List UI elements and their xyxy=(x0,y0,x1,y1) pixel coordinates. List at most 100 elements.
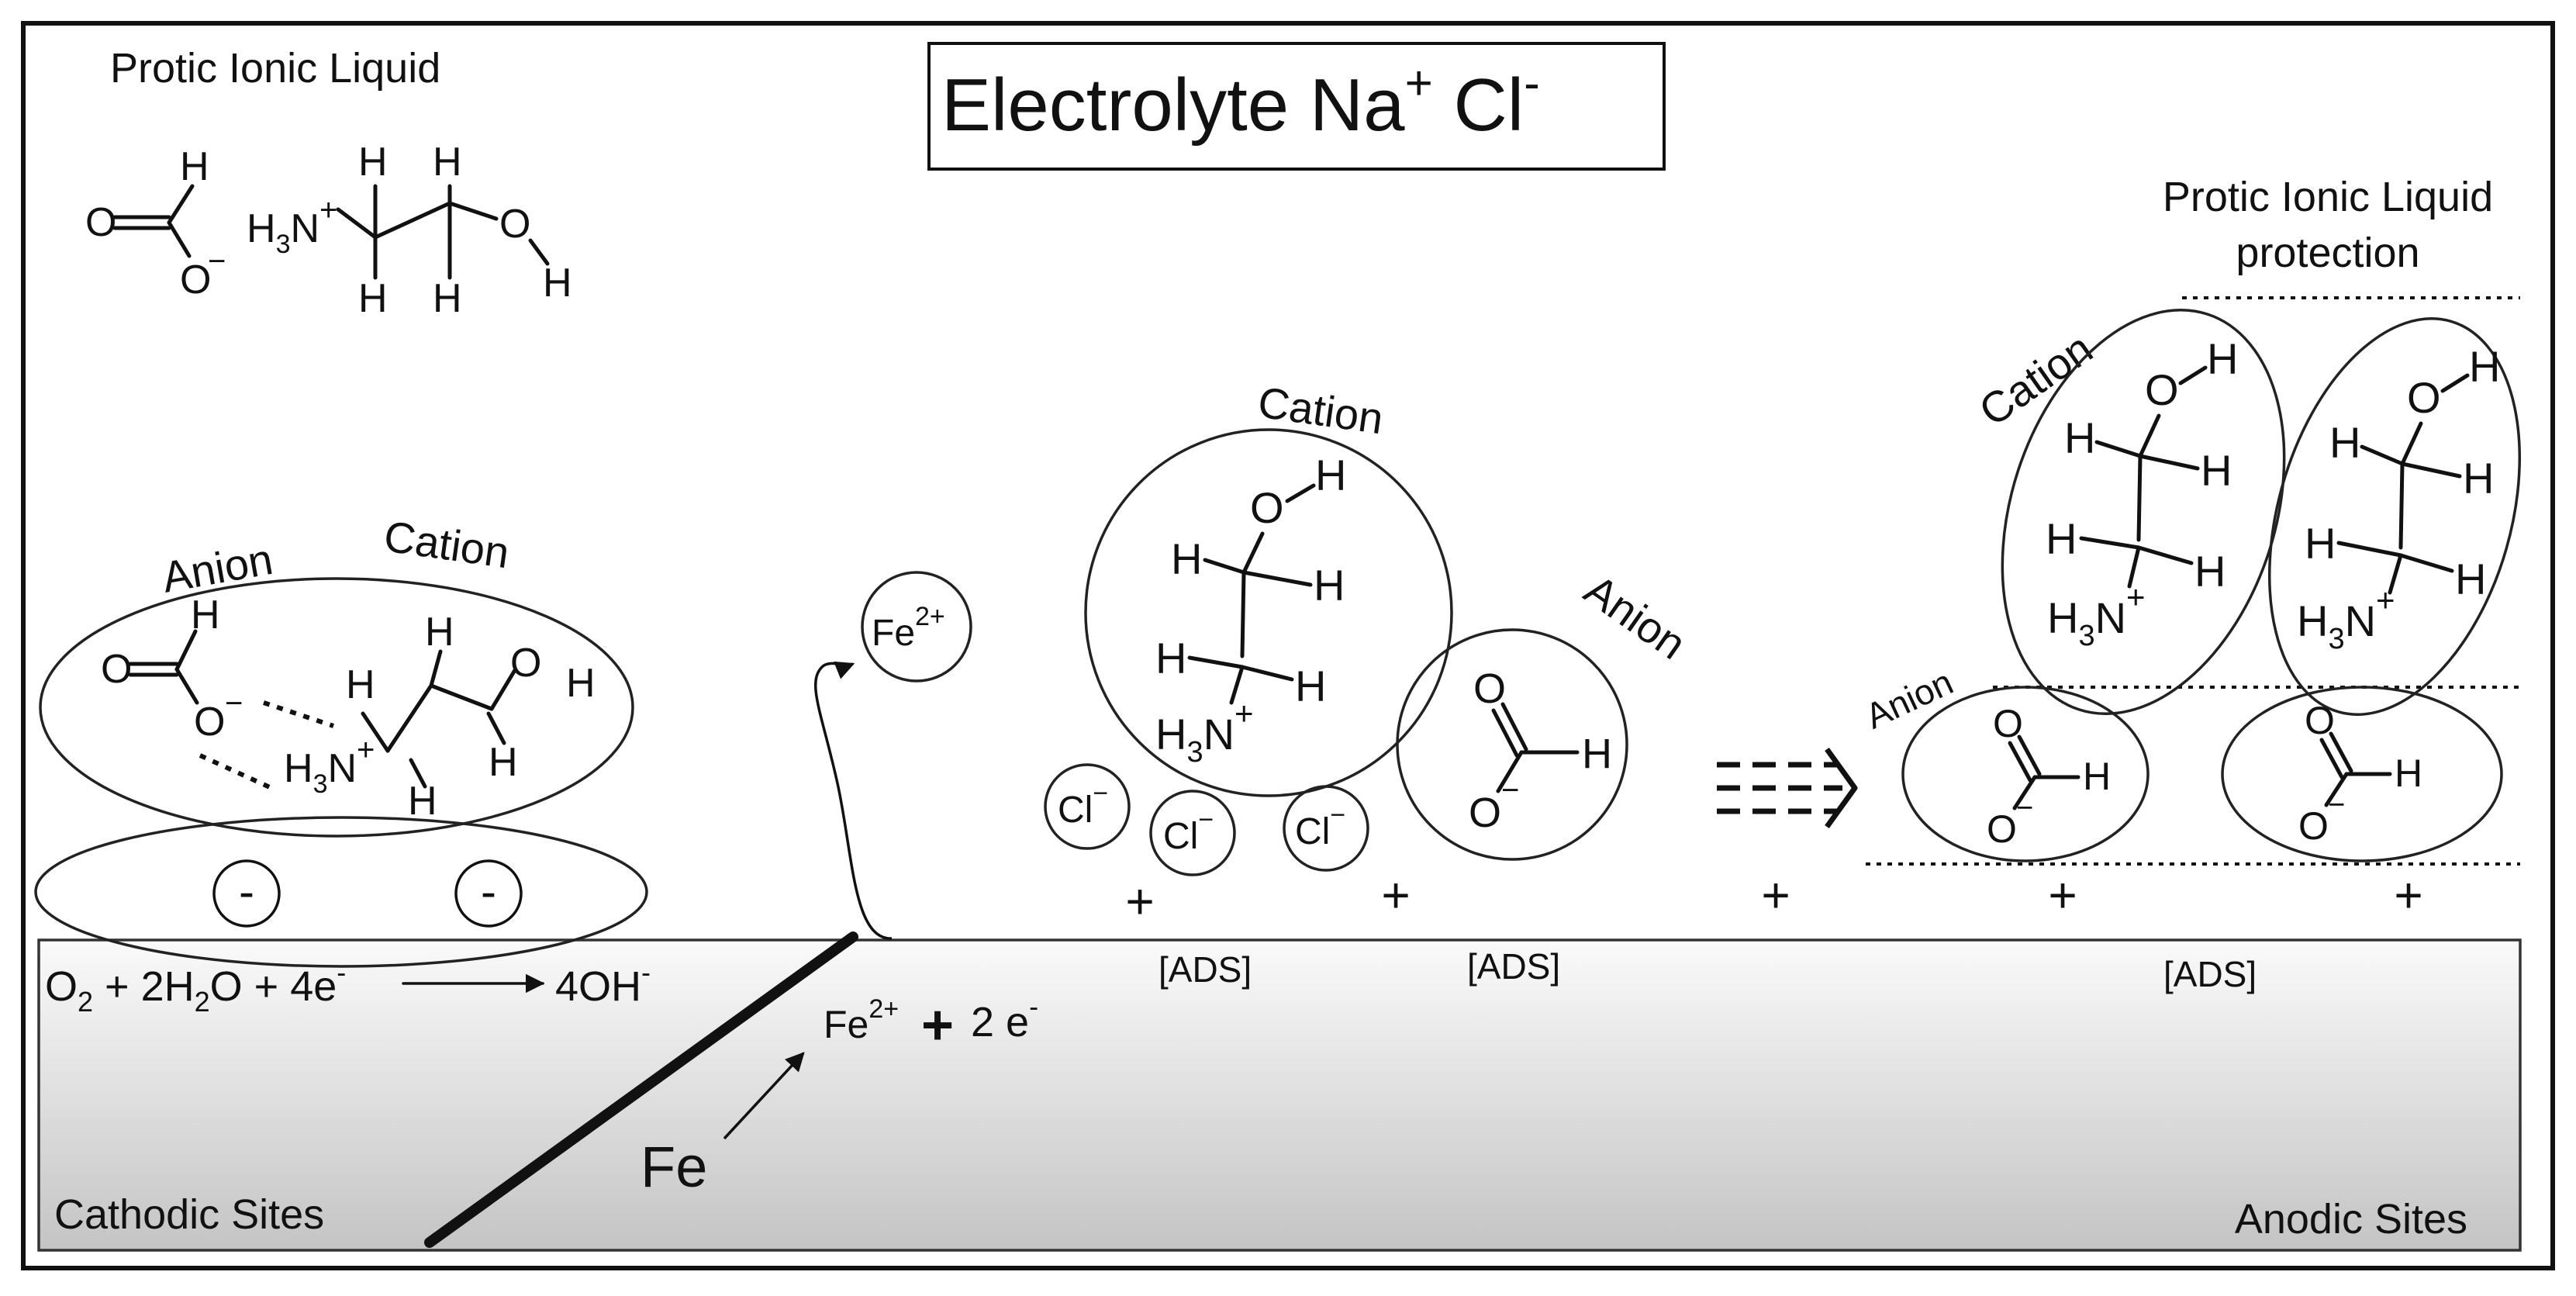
svg-text:H: H xyxy=(2305,519,2336,568)
svg-text:-: - xyxy=(481,866,496,918)
svg-text:O2 + 2H2O + 4e-: O2 + 2H2O + 4e- xyxy=(45,956,346,1018)
title-cl: Cl xyxy=(1433,64,1524,147)
chloride-ion-1: Cl− xyxy=(1044,763,1131,850)
svg-text:H3N+: H3N+ xyxy=(247,193,337,259)
plus-sign-2: + xyxy=(1381,867,1410,923)
svg-text:−: − xyxy=(2016,792,2033,824)
ads-label-1: [ADS] xyxy=(1159,949,1252,990)
svg-text:Electrolyte Na+ Cl-: Electrolyte Na+ Cl- xyxy=(941,57,1540,147)
svg-text:H: H xyxy=(2083,755,2111,798)
svg-text:Cl−: Cl− xyxy=(1058,779,1108,831)
svg-text:H: H xyxy=(1155,634,1186,683)
svg-text:H: H xyxy=(408,779,437,824)
anion-oval-right-2 xyxy=(2221,686,2503,862)
svg-text:−: − xyxy=(1501,773,1519,807)
h-bond-upper xyxy=(263,700,334,728)
svg-text:Fe2+: Fe2+ xyxy=(824,994,899,1046)
svg-text:H: H xyxy=(358,140,388,185)
svg-text:H3N+: H3N+ xyxy=(284,733,375,799)
svg-text:H3N+: H3N+ xyxy=(2047,579,2146,652)
negative-charge-1: - xyxy=(212,859,281,928)
svg-text:O: O xyxy=(1250,483,1284,532)
svg-text:-: - xyxy=(239,866,254,918)
anion-molecule-left: O H O − xyxy=(101,593,243,745)
svg-text:H: H xyxy=(346,662,375,707)
svg-text:H3N+: H3N+ xyxy=(2297,582,2395,655)
svg-text:O: O xyxy=(2145,365,2179,414)
svg-text:H: H xyxy=(2455,555,2486,603)
title-na-charge: + xyxy=(1405,57,1433,110)
svg-text:H: H xyxy=(2046,514,2077,563)
anodic-sites-label: Anodic Sites xyxy=(2235,1196,2467,1242)
svg-text:H: H xyxy=(2207,334,2238,383)
metal-substrate xyxy=(37,938,2522,1252)
ion-pair-oval-left xyxy=(39,577,634,838)
svg-text:H: H xyxy=(489,740,518,785)
svg-text:−: − xyxy=(208,244,226,278)
fe-ion-circle: Fe2+ xyxy=(861,571,972,683)
svg-text:H: H xyxy=(180,144,209,189)
svg-text:4OH-: 4OH- xyxy=(555,956,651,1010)
svg-text:H: H xyxy=(433,140,462,185)
svg-text:H: H xyxy=(2329,418,2360,467)
svg-text:−: − xyxy=(225,686,243,721)
svg-text:O: O xyxy=(510,641,541,686)
svg-text:O: O xyxy=(499,202,530,247)
metal-fe-label: Fe xyxy=(641,1135,707,1199)
chloride-ion-2: Cl− xyxy=(1149,790,1236,876)
svg-text:−: − xyxy=(2328,789,2345,821)
ads-label-3: [ADS] xyxy=(2163,954,2257,994)
anion-oval-right-1 xyxy=(1901,686,2150,862)
anion-circle-middle xyxy=(1396,628,1628,861)
svg-text:O: O xyxy=(101,647,132,692)
negative-charge-2: - xyxy=(454,859,523,928)
transition-arrow xyxy=(1717,747,1858,829)
pil-protection-line1: Protic Ionic Liquid xyxy=(2163,174,2493,220)
svg-text:2 e-: 2 e- xyxy=(971,990,1038,1045)
cation-oval-right-2 xyxy=(2267,317,2522,716)
cathodic-reaction: O2 + 2H2O + 4e- 4OH- xyxy=(45,956,651,1018)
svg-text:O: O xyxy=(2298,804,2329,848)
cation-oval-right-1 xyxy=(2001,309,2286,715)
svg-text:Fe2+: Fe2+ xyxy=(872,602,945,654)
anion-molecule-right-2: O H O − xyxy=(2298,699,2422,848)
svg-text:O: O xyxy=(194,700,225,745)
svg-text:H: H xyxy=(1314,561,1345,610)
svg-text:H: H xyxy=(2201,446,2232,495)
svg-text:+: + xyxy=(921,994,954,1056)
svg-text:Cl−: Cl− xyxy=(1163,805,1214,857)
svg-text:H: H xyxy=(1295,662,1326,710)
svg-text:H: H xyxy=(543,261,572,306)
chloride-ion-3: Cl− xyxy=(1283,785,1369,872)
svg-text:H: H xyxy=(433,276,462,321)
svg-text:H: H xyxy=(425,610,454,655)
svg-text:H: H xyxy=(1171,534,1202,583)
cathodic-sites-label: Cathodic Sites xyxy=(54,1191,324,1238)
svg-text:H: H xyxy=(2064,413,2095,462)
plus-sign-4: + xyxy=(2048,867,2077,923)
title-cl-charge: - xyxy=(1524,57,1540,110)
cathode-oval xyxy=(34,816,648,968)
svg-text:O: O xyxy=(1473,665,1506,712)
pil-protection-line2: protection xyxy=(2236,230,2419,276)
svg-text:H: H xyxy=(191,593,220,638)
cation-circle-middle xyxy=(1084,428,1453,797)
fe-arrow xyxy=(723,1052,805,1140)
svg-text:O: O xyxy=(2407,373,2441,422)
title-text: Electrolyte Na xyxy=(941,64,1405,147)
svg-text:H: H xyxy=(358,276,388,321)
fe-release-path xyxy=(813,661,893,940)
cation-molecule-right-1: O H H H H H H3N+ xyxy=(2046,334,2238,652)
svg-text:H: H xyxy=(1582,731,1612,777)
svg-text:H: H xyxy=(2194,547,2226,596)
ads-label-2: [ADS] xyxy=(1467,946,1560,987)
anion-molecule-right-1: O H O − xyxy=(1987,702,2111,851)
anion-molecule-middle: O H O − xyxy=(1469,665,1612,836)
plus-sign-3: + xyxy=(1761,867,1790,923)
plus-sign-5: + xyxy=(2394,867,2422,923)
fe-slash-line xyxy=(424,931,858,1248)
svg-text:H: H xyxy=(2469,342,2500,391)
svg-text:Cl−: Cl− xyxy=(1295,800,1345,852)
svg-text:O: O xyxy=(85,200,116,245)
